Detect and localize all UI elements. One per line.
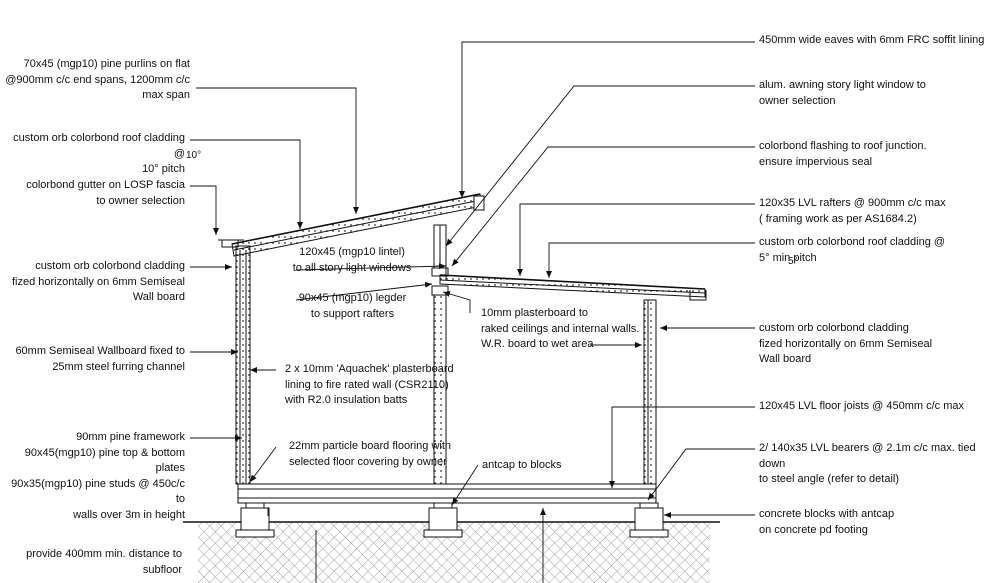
label-roof-cladding-right: custom orb colorbond roof cladding @ 5° …: [759, 236, 946, 264]
label-wall-cladding-left: custom orb colorbond cladding fized hori…: [11, 260, 185, 303]
label-subfloor: provide 400mm min. distance to subfloor: [26, 548, 182, 576]
leader-lines: [190, 41, 755, 583]
pitch-right: 5°: [788, 256, 798, 267]
label-blocks: concrete blocks with antcap on concrete …: [759, 508, 895, 536]
label-aquachek: 2 x 10mm 'Aquachek' plasterboard lining …: [285, 363, 454, 406]
label-wall-cladding-right: custom orb colorbond cladding fized hori…: [759, 322, 933, 365]
label-flashing: colorbond flashing to roof junction. ens…: [759, 140, 927, 168]
label-framework: 90mm pine framework 90x45(mgp10) pine to…: [11, 431, 185, 521]
label-eaves: 450mm wide eaves with 6mm FRC soffit lin…: [759, 34, 985, 46]
right-wall: [643, 299, 657, 485]
label-plasterboard: 10mm plasterboard to raked ceilings and …: [481, 307, 640, 350]
pitch-left: 10°: [186, 150, 201, 161]
label-flooring: 22mm particle board flooring with select…: [289, 440, 452, 468]
label-ledger: 90x45 (mgp10) legder to support rafters: [298, 292, 407, 320]
label-gutter: colorbond gutter on LOSP fascia to owner…: [26, 179, 185, 207]
label-antcap: antcap to blocks: [482, 459, 562, 471]
floor-structure: [237, 483, 659, 509]
left-roof: [218, 193, 485, 257]
label-lintel: 120x45 (mgp10 lintel) to all story light…: [292, 246, 412, 274]
label-bearers: 2/ 140x35 LVL bearers @ 2.1m c/c max. ti…: [759, 442, 976, 485]
label-rafters: 120x35 LVL rafters @ 900mm c/c max ( fra…: [759, 197, 946, 225]
label-wallboard: 60mm Semiseal Wallboard fixed to 25mm st…: [15, 345, 185, 373]
left-wall: [235, 245, 251, 485]
label-floor-joists: 120x45 LVL floor joists @ 450mm c/c max: [759, 400, 964, 412]
label-purlins: 70x45 (mgp10) pine purlins on flat @900m…: [5, 58, 190, 101]
right-roof: [439, 274, 707, 301]
label-roof-cladding-left: custom orb colorbond roof cladding @ 10°…: [13, 132, 185, 175]
middle-wall: [431, 224, 449, 485]
label-window: alum. awning story light window to owner…: [759, 79, 926, 107]
